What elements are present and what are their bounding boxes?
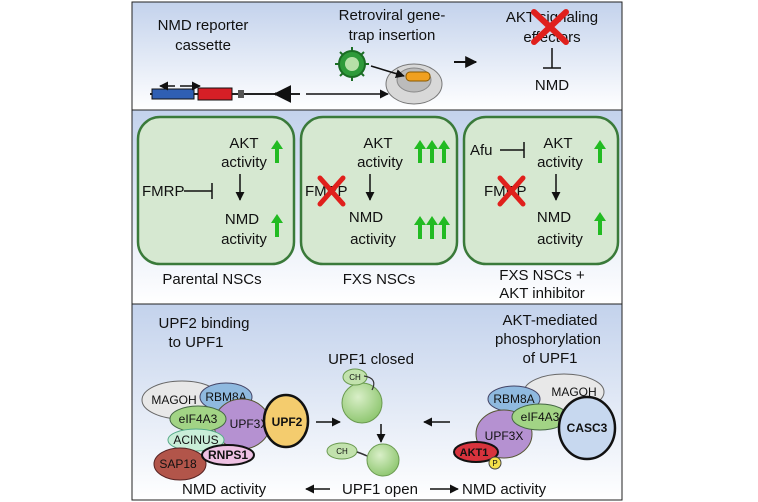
retroviral-label-line2: trap insertion (349, 27, 436, 44)
akt-activity-text: activity (357, 154, 403, 171)
upf1-body-closed (341, 382, 383, 424)
sap18-label: SAP18 (159, 457, 197, 471)
magoh-label-right: MAGOH (551, 385, 596, 399)
akt-activity-text: activity (537, 154, 583, 171)
acinus-label: ACINUS (173, 433, 218, 447)
left-ejc-complex: MAGOH RBM8A UPF3X eIF4A3 UPF2 ACINUS SAP… (141, 380, 310, 481)
akt-activity-text: activity (221, 154, 267, 171)
left-title-line1: UPF2 binding (159, 315, 250, 332)
cell-parental-outline (136, 115, 296, 266)
eif4a3-label-right: eIF4A3 (521, 410, 560, 424)
upf1-body-open (366, 443, 400, 477)
nmd-activity-text: activity (350, 231, 396, 248)
akt1-blob (453, 441, 499, 463)
bottom-upf1-open: UPF1 open (342, 481, 418, 498)
up-arrow-icon (594, 140, 606, 163)
upf3x-label-right: UPF3X (485, 429, 524, 443)
rnps1-label: RNPS1 (208, 448, 248, 462)
fmrp-knockout-cross (497, 175, 526, 207)
cell-icon (370, 63, 443, 105)
right-title-line2: phosphorylation (495, 331, 601, 348)
phospho-label: P (492, 459, 497, 468)
ch-domain-bottom (326, 442, 358, 460)
cell-fxs: AKT activity FMRP NMD activity (299, 115, 459, 266)
rnps1-blob (201, 444, 255, 466)
akt-text: AKT (229, 135, 258, 152)
fmrp-text: FMRP (142, 183, 185, 200)
retrovirus-icon (335, 47, 369, 81)
akt-text: AKT (543, 135, 572, 152)
reporter-label-line1: NMD reporter (158, 17, 249, 34)
nmd-label: NMD (535, 77, 569, 94)
up-arrow-icon (426, 216, 438, 239)
up-arrow-icon (271, 140, 283, 163)
eif4a3-label: eIF4A3 (179, 412, 218, 426)
up-arrow-icon (426, 140, 438, 163)
up-arrow-icon (438, 216, 450, 239)
nmd-text: NMD (537, 209, 571, 226)
akt1-label: AKT1 (460, 447, 489, 459)
reporter-cassette (150, 81, 300, 103)
up-arrow-icon (438, 140, 450, 163)
upf2-blob (262, 393, 310, 449)
cell-fxs-inhibitor-outline (462, 115, 620, 266)
afu-text: Afu (470, 142, 493, 159)
upf1-closed: CH (341, 368, 383, 424)
sap18-blob (153, 447, 207, 481)
cassette-red-exon (197, 87, 233, 101)
upf2-label: UPF2 (272, 415, 303, 429)
phospho-badge (488, 456, 502, 470)
nmd-text: NMD (349, 209, 383, 226)
panel-upf1-regulation: UPF2 binding to UPF1 UPF1 closed AKT-med… (131, 303, 623, 501)
magoh-label: MAGOH (151, 393, 196, 407)
rbm8a-label-right: RBM8A (493, 392, 534, 406)
cell-parental: AKT activity FMRP NMD activity (136, 115, 296, 266)
up-arrow-icon (414, 140, 426, 163)
right-ejc-complex: MAGOH RBM8A UPF3X eIF4A3 CASC3 AKT1 P (453, 373, 617, 470)
retroviral-label-line1: Retroviral gene- (339, 7, 446, 24)
up-arrow-icon (594, 212, 606, 235)
akt-signaling-line1: AKT signaling (506, 9, 598, 26)
upf3x-label: UPF3X (230, 417, 269, 431)
ch-bottom-label: CH (336, 447, 348, 456)
nmd-activity-text: activity (221, 231, 267, 248)
nmd-text: NMD (225, 211, 259, 228)
center-title: UPF1 closed (328, 351, 414, 368)
ch-top-label: CH (349, 373, 361, 382)
fmrp-knockout-cross (317, 175, 346, 207)
up-arrow-icon (271, 214, 283, 237)
casc3-label: CASC3 (567, 421, 608, 435)
casc3-blob (557, 395, 617, 461)
right-title-line3: of UPF1 (522, 350, 577, 367)
bottom-nmd-right: NMD activity (462, 481, 547, 498)
up-arrow-icon (414, 216, 426, 239)
inhibition-bar (543, 48, 561, 69)
akt-knockout-cross (531, 9, 569, 45)
upf1-open: CH (326, 442, 400, 477)
panel-nsc-comparison: AKT activity FMRP NMD activity Parental … (131, 109, 623, 305)
reporter-label-line2: cassette (175, 37, 231, 54)
cell-fxs-inhibitor: Afu AKT activity FMRP NMD activity (462, 115, 620, 266)
right-title-line1: AKT-mediated (502, 312, 597, 329)
panel-reporter-screen: NMD reporter cassette Retroviral gene- t… (131, 1, 623, 111)
nmd-activity-text: activity (537, 231, 583, 248)
akt-text: AKT (363, 135, 392, 152)
cassette-blue-exon (151, 88, 195, 100)
caption-fxs-inhibitor-line2: AKT inhibitor (499, 285, 585, 302)
caption-fxs-inhibitor-line1: FXS NSCs + (499, 267, 585, 284)
bottom-nmd-left: NMD activity (182, 481, 267, 498)
caption-fxs: FXS NSCs (343, 271, 416, 288)
caption-parental: Parental NSCs (162, 271, 261, 288)
left-title-line2: to UPF1 (168, 334, 223, 351)
